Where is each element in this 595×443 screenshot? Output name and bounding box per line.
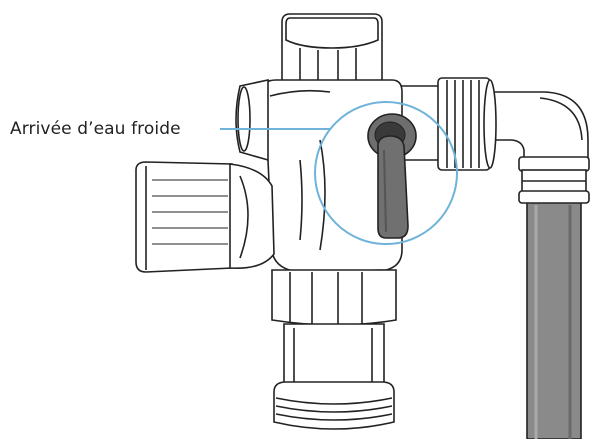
bottom-outlet (271, 269, 397, 430)
inlet-left (135, 161, 275, 273)
valve-handle (367, 113, 417, 239)
callout-highlight-circle (314, 101, 458, 245)
hose-elbow-fitting (485, 91, 590, 204)
top-cap (281, 13, 383, 92)
hose (526, 199, 582, 440)
cold-water-inlet-label: Arrivée d’eau froide (10, 119, 181, 139)
